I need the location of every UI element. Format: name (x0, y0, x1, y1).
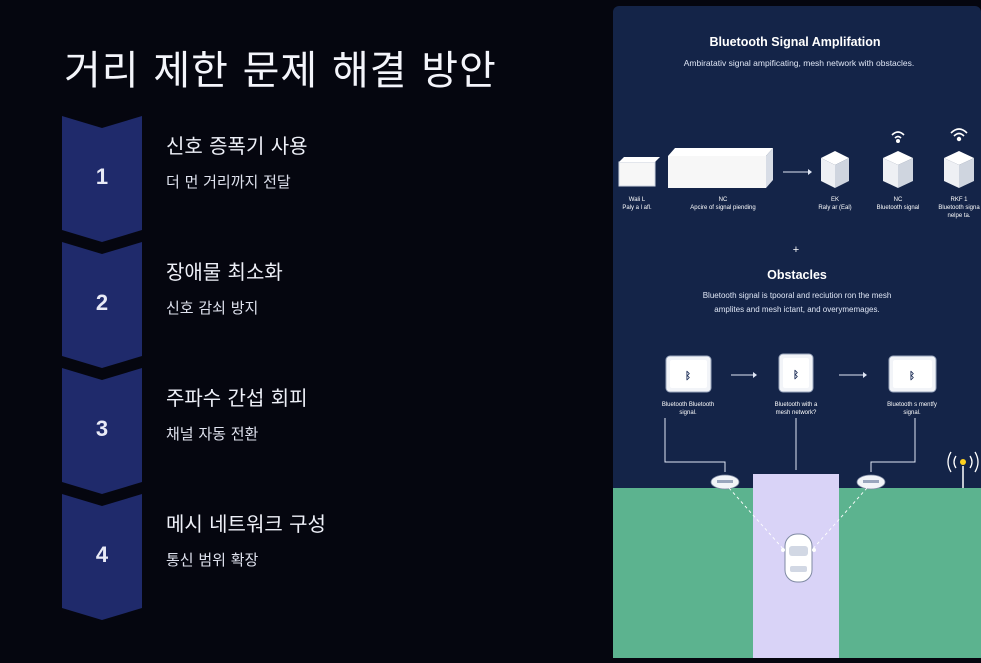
box-icon (618, 157, 660, 187)
illustration-panel: Bluetooth Signal Amplifation Ambiratativ… (613, 6, 981, 658)
bluetooth-device-icon: ᛒ (778, 353, 814, 393)
svg-text:ᛒ: ᛒ (909, 370, 915, 382)
obstacles-title: Obstacles (767, 268, 827, 282)
step-description: 더 먼 거리까지 전달 (166, 173, 291, 191)
illustration-subheading: Ambiratativ signal ampificating, mesh ne… (684, 58, 915, 68)
wifi-icon (950, 128, 968, 142)
step-item: 4 메시 네트워크 구성 통신 범위 확장 (62, 494, 602, 620)
step-title: 주파수 간섭 회피 (166, 386, 308, 410)
row1-label: Bluetooth signa (938, 205, 980, 211)
row1-label: NC (719, 197, 728, 203)
arrow-head (863, 372, 867, 378)
chevron-shape (62, 242, 142, 368)
row1-label: Bluetooth signal (877, 205, 920, 211)
bluetooth-device-icon: ᛒ (665, 355, 712, 393)
step-item: 2 장애물 최소화 신호 감쇠 방지 (62, 242, 602, 368)
row1-label: EK (831, 197, 839, 203)
step-description: 통신 범위 확장 (166, 551, 259, 569)
svg-text:ᛒ: ᛒ (793, 369, 799, 381)
step-title: 메시 네트워크 구성 (166, 512, 326, 536)
cube-icon (821, 151, 849, 188)
step-title: 장애물 최소화 (166, 260, 283, 284)
row1-label: NC (894, 197, 903, 203)
step-number: 4 (95, 542, 109, 567)
box-icon (668, 148, 773, 188)
step-item: 3 주파수 간섭 회피 채널 자동 전환 (62, 368, 602, 494)
chevron-shape (62, 368, 142, 494)
plus-sign: + (793, 244, 799, 256)
svg-text:ᛒ: ᛒ (685, 370, 691, 382)
chevron-shape (62, 494, 142, 620)
row2-label: signal. (679, 410, 697, 416)
cube-icon (883, 151, 913, 188)
step-description: 채널 자동 전환 (166, 425, 259, 443)
row2-label: Bluetooth with a (775, 402, 818, 408)
row1-label: Raly ar (Eal) (818, 205, 851, 211)
arrow-head (808, 169, 812, 175)
arrow-head (753, 372, 757, 378)
step-number: 2 (95, 290, 109, 315)
bluetooth-device-icon: ᛒ (888, 355, 937, 393)
wifi-icon (891, 131, 905, 144)
signal-lines (728, 487, 868, 552)
connector-lines (664, 418, 916, 472)
row1-label: Apcire of signal piending (690, 205, 755, 211)
obstacles-text: amplites and mesh ictant, and overymemag… (714, 305, 879, 314)
row1-label: RKF 1 (950, 197, 968, 203)
row2-label: mesh network? (776, 410, 817, 416)
illustration-heading: Bluetooth Signal Amplifation (709, 35, 880, 49)
row1-label: nelpe ta. (947, 213, 970, 219)
step-number: 1 (95, 164, 109, 189)
row2-label: Bluetooth Bluetooth (662, 402, 714, 408)
chevron-shape (62, 116, 142, 242)
slide-title: 거리 제한 문제 해결 방안 (64, 48, 497, 94)
step-number: 3 (95, 416, 109, 441)
antenna-icon (947, 451, 979, 488)
cube-icon (944, 151, 974, 188)
row2-label: signal. (903, 410, 921, 416)
beacon-icon (856, 474, 886, 490)
row1-label: Paly a l afl. (622, 205, 652, 211)
row1-label: Wali L (629, 197, 646, 203)
obstacles-text: Bluetooth signal is tpooral and reciutio… (703, 291, 892, 300)
row2-label: Bluetooth s mentfy (887, 402, 937, 408)
step-item: 1 신호 증폭기 사용 더 먼 거리까지 전달 (62, 116, 602, 242)
car-icon (781, 533, 816, 583)
beacon-icon (710, 474, 740, 490)
step-description: 신호 감쇠 방지 (166, 299, 259, 317)
step-title: 신호 증폭기 사용 (166, 134, 308, 158)
